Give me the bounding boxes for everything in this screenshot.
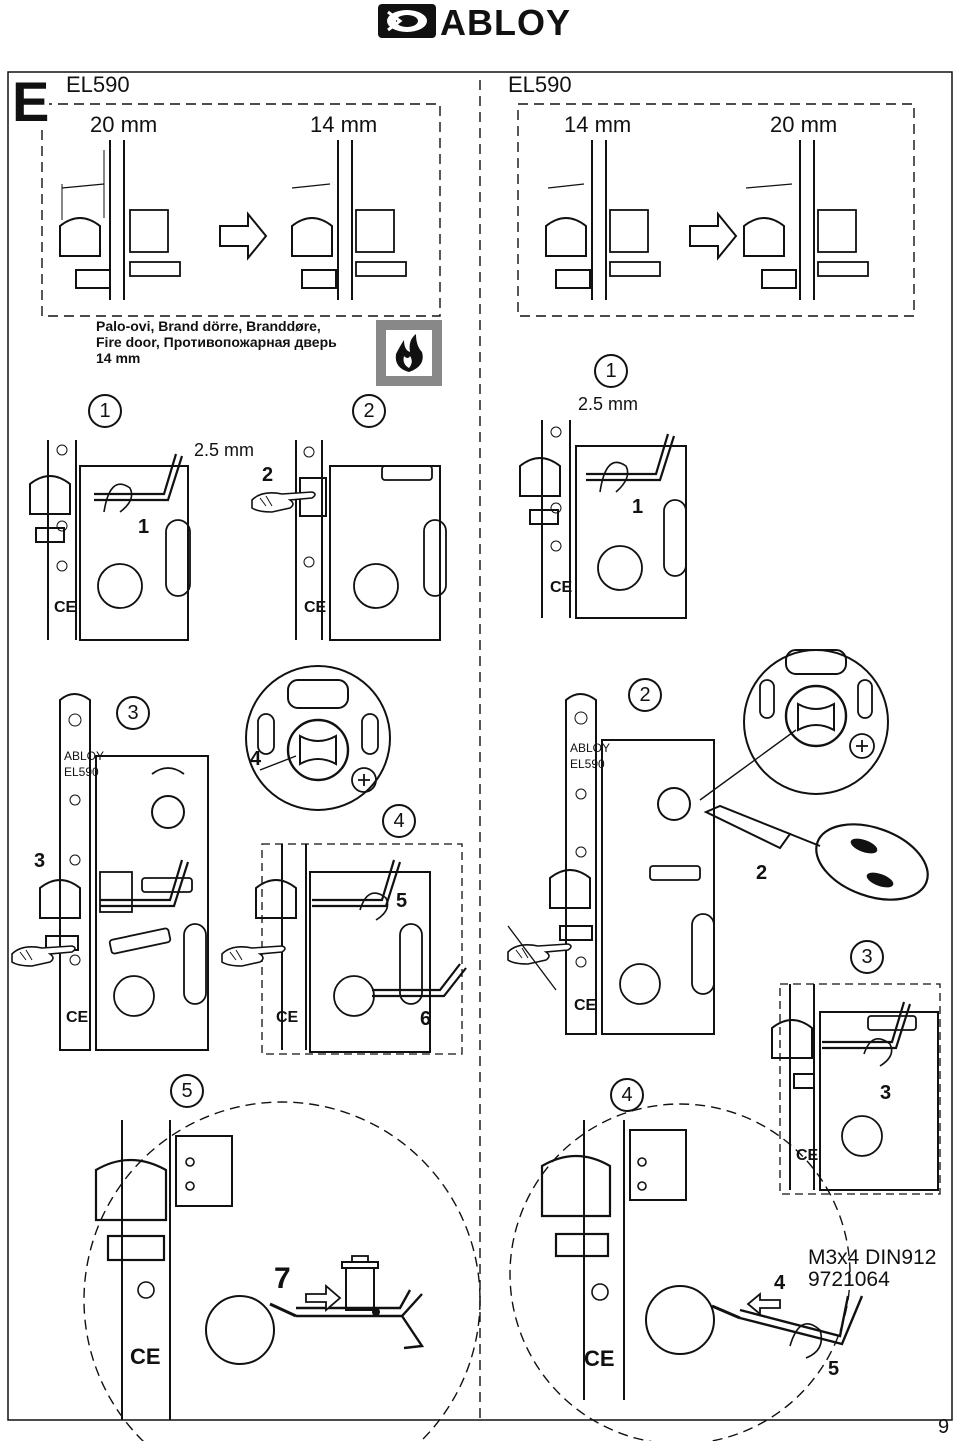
- step-marker-4-left: 4: [382, 804, 416, 838]
- model-label-right: EL590: [508, 72, 572, 97]
- allen-key-icon: [820, 1000, 912, 1050]
- fire-door-line3: 14 mm: [96, 350, 141, 366]
- size-label-right-from: 14 mm: [564, 112, 632, 137]
- svg-text:CE: CE: [796, 1147, 819, 1164]
- size-label-left-to: 14 mm: [310, 112, 378, 137]
- trash-bin-icon: [341, 1255, 380, 1316]
- ce-mark-icon: CE CE CE CE CE CE CE CE CE: [54, 579, 819, 1371]
- lock-step3-right: [771, 983, 941, 1195]
- svg-text:ABLOY: ABLOY: [64, 749, 104, 763]
- latch-14mm-drawing: [291, 140, 407, 300]
- allen-key-icon: [584, 432, 676, 482]
- hand-pointer-icon: [251, 491, 316, 513]
- callout-5-right: 5: [828, 1358, 840, 1380]
- latch-14mm-drawing-right: [545, 140, 661, 300]
- allen-key-icon: [98, 858, 190, 908]
- latch-20mm-drawing: [59, 140, 181, 300]
- svg-text:CE: CE: [574, 997, 597, 1014]
- step-marker-3-left: 3: [116, 696, 150, 730]
- svg-text:EL590: EL590: [64, 765, 99, 779]
- svg-text:CE: CE: [550, 579, 573, 596]
- key-size-label-right: 2.5 mm: [578, 394, 639, 414]
- part-number: 9721064: [808, 1268, 890, 1291]
- callout-3-right: 3: [880, 1082, 892, 1104]
- svg-text:CE: CE: [54, 599, 77, 616]
- step-marker-2-left: 2: [352, 394, 386, 428]
- arrow-right-icon: [689, 211, 738, 261]
- section-letter: E: [12, 70, 50, 133]
- svg-text:CE: CE: [304, 599, 327, 616]
- screw-spec: M3x4 DIN912: [808, 1246, 937, 1269]
- lock-step1-left: [29, 440, 191, 641]
- callout-4-right: 4: [774, 1272, 786, 1294]
- callout-4-left: 4: [250, 748, 262, 770]
- latch-20mm-drawing-right: [743, 140, 869, 300]
- step-marker-1-right: 1: [594, 354, 628, 388]
- hand-pointer-icon: [507, 943, 572, 965]
- model-label-left: EL590: [66, 72, 130, 97]
- fire-door-line1: Palo-ovi, Brand dörre, Branddøre,: [96, 318, 321, 334]
- brand-wordmark: ABLOY: [440, 2, 571, 43]
- lock-step4-right: [509, 1103, 864, 1441]
- step-marker-4-right: 4: [610, 1078, 644, 1112]
- lock-step5-left: [83, 1101, 481, 1441]
- step-marker-5-left: 5: [170, 1074, 204, 1108]
- callout-2-right: 2: [756, 862, 768, 884]
- lock-step1-right: [519, 420, 687, 619]
- hand-pointer-icon: [11, 945, 76, 967]
- fire-door-line2: Fire door, Противопожарная дверь: [96, 334, 337, 350]
- magnified-spindle-view-right: [699, 649, 889, 801]
- step-marker-3-right: 3: [850, 940, 884, 974]
- size-label-left-from: 20 mm: [90, 112, 158, 137]
- svg-text:ABLOY: ABLOY: [570, 741, 610, 755]
- fire-icon: [376, 320, 442, 386]
- lock-step2-right: [549, 693, 715, 1035]
- svg-text:CE: CE: [66, 1009, 89, 1026]
- callout-1-right: 1: [632, 496, 644, 518]
- callout-7-left: 7: [274, 1262, 291, 1295]
- page-number: 9: [938, 1416, 950, 1438]
- lock-step2-left: [295, 440, 447, 641]
- allen-key-icon: [92, 452, 184, 502]
- hand-pointer-icon: [221, 945, 286, 967]
- arrow-right-icon: [305, 1284, 342, 1312]
- magnified-spindle-view: [245, 665, 391, 811]
- svg-text:CE: CE: [584, 1346, 615, 1371]
- arrow-left-icon: [746, 1292, 781, 1316]
- callout-3-left: 3: [34, 850, 46, 872]
- lock-step3-left: [39, 693, 209, 1051]
- step-marker-2-right: 2: [628, 678, 662, 712]
- key-size-label-left: 2.5 mm: [194, 440, 255, 460]
- callout-6-left: 6: [420, 1008, 432, 1030]
- abloy-logo: [378, 4, 436, 38]
- callout-2-left: 2: [262, 464, 274, 486]
- size-label-right-to: 20 mm: [770, 112, 838, 137]
- arrow-right-icon: [219, 211, 268, 261]
- svg-text:CE: CE: [276, 1009, 299, 1026]
- callout-1-left: 1: [138, 516, 150, 538]
- screwdriver-icon: [703, 804, 929, 901]
- svg-text:EL590: EL590: [570, 757, 605, 771]
- callout-5-left: 5: [396, 890, 408, 912]
- svg-text:CE: CE: [130, 1344, 161, 1369]
- step-marker-1-left: 1: [88, 394, 122, 428]
